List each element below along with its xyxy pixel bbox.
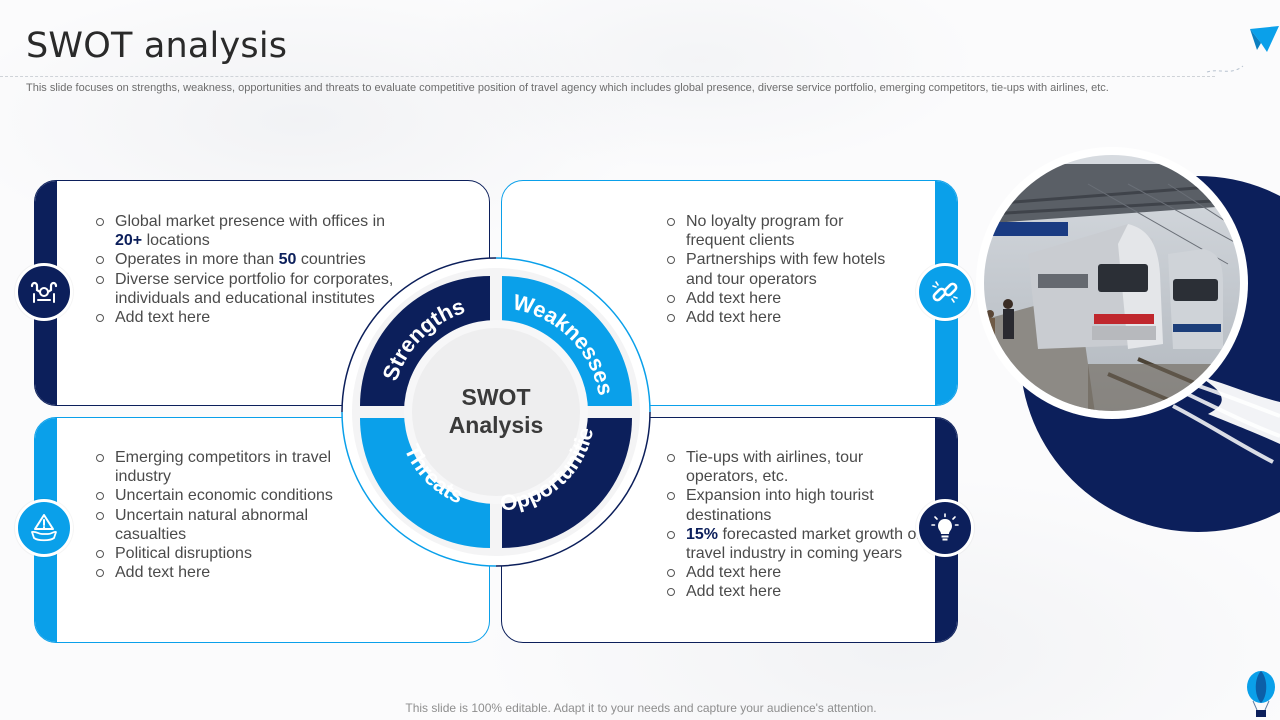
- list-item: Add text here: [95, 563, 355, 582]
- highlight-value: 15%: [686, 525, 719, 543]
- wheel-center: [412, 328, 580, 496]
- highlight-value: 50: [278, 251, 297, 269]
- item-text: Tie-ups with airlines, tour operators, e…: [686, 449, 864, 486]
- list-item: Expansion into high tourist destinations: [666, 486, 926, 524]
- hot-air-balloon-icon: [1247, 671, 1275, 717]
- paper-plane-icon: [1206, 26, 1279, 73]
- title-divider: [0, 76, 1215, 77]
- item-text: locations: [142, 232, 210, 250]
- list-item: Diverse service portfolio for corporates…: [95, 270, 395, 308]
- item-text: countries: [296, 251, 366, 269]
- item-text: Uncertain natural abnormal casualties: [115, 506, 308, 543]
- strengths-list: Global market presence with offices in 2…: [95, 212, 395, 327]
- item-text: No loyalty program for frequent clients: [686, 213, 844, 250]
- wheel-outline-tl: [341, 257, 497, 413]
- item-text: Operates in more than: [115, 251, 279, 269]
- item-text: Political disruptions: [115, 545, 252, 563]
- list-item: Uncertain natural abnormal casualties: [95, 506, 355, 544]
- item-text: Add text here: [686, 564, 782, 582]
- item-text: Add text here: [115, 309, 211, 327]
- item-text: forecasted market growth of travel indus…: [686, 525, 921, 563]
- list-item: Add text here: [666, 289, 906, 308]
- wheel-outline-bl: [341, 411, 497, 567]
- item-text: Diverse service portfolio for corporates…: [115, 270, 394, 307]
- highlight-value: 20+: [115, 232, 143, 250]
- train-photo: [976, 147, 1280, 532]
- item-text: Global market presence with offices in: [115, 213, 386, 230]
- list-item: No loyalty program for frequent clients: [666, 212, 906, 250]
- list-item: Political disruptions: [95, 544, 355, 563]
- item-text: Add text here: [686, 583, 782, 601]
- list-item: Partnerships with few hotels and tour op…: [666, 250, 906, 288]
- lightbulb-icon: [931, 513, 959, 541]
- opportunities-list: Tie-ups with airlines, tour operators, e…: [666, 448, 926, 602]
- opportunities-badge: [916, 499, 974, 557]
- wheel-outline-br: [495, 411, 651, 567]
- item-text: Add text here: [115, 564, 211, 582]
- item-text: Expansion into high tourist destinations: [686, 487, 874, 524]
- weaknesses-badge: [916, 263, 974, 321]
- broken-link-icon: [932, 281, 958, 303]
- item-text: Partnerships with few hotels and tour op…: [686, 251, 886, 288]
- strengths-badge: [15, 263, 73, 321]
- footer-note: This slide is 100% editable. Adapt it to…: [405, 701, 877, 715]
- wheel-outline-tr: [495, 257, 651, 413]
- item-text: Uncertain economic conditions: [115, 487, 333, 505]
- threats-badge: [15, 499, 73, 557]
- list-item: Add text here: [95, 308, 395, 327]
- warning-hand-icon: [31, 514, 57, 542]
- strength-arms-icon: [30, 281, 58, 303]
- list-item: Add text here: [666, 308, 906, 327]
- list-item: Tie-ups with airlines, tour operators, e…: [666, 448, 926, 486]
- list-item: Add text here: [666, 582, 926, 601]
- list-item: Emerging competitors in travel industry: [95, 448, 355, 486]
- list-item: Global market presence with offices in 2…: [95, 212, 395, 250]
- item-text: Add text here: [686, 309, 782, 327]
- page-subtitle: This slide focuses on strengths, weaknes…: [26, 82, 1109, 94]
- list-item: Operates in more than 50 countries: [95, 250, 395, 269]
- center-title-line1: SWOT: [462, 384, 531, 410]
- item-text: Add text here: [686, 289, 782, 307]
- page-title: SWOT analysis: [26, 26, 288, 66]
- item-text: Emerging competitors in travel industry: [115, 449, 332, 486]
- list-item: Add text here: [666, 563, 926, 582]
- list-item: 15% forecasted market growth of travel i…: [666, 525, 926, 563]
- center-title-line2: Analysis: [449, 412, 544, 438]
- list-item: Uncertain economic conditions: [95, 486, 355, 505]
- swot-wheel: Strengths Weaknesses Threats Opportuniti…: [340, 256, 651, 567]
